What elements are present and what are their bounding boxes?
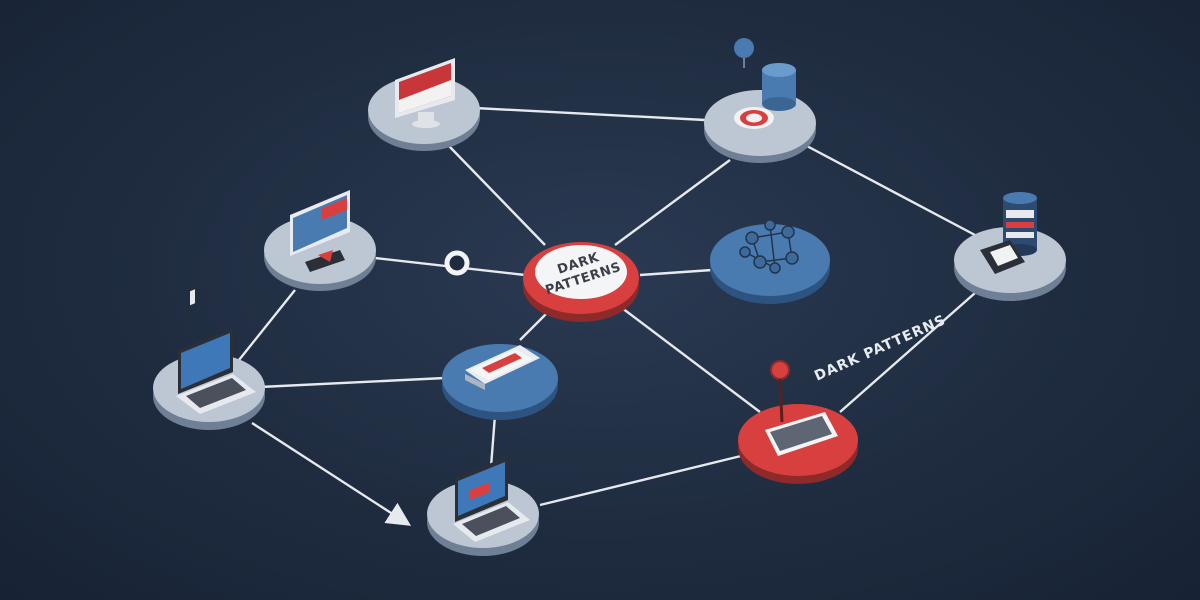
edge-laptop-card: [259, 376, 446, 389]
node-laptop-bottom[interactable]: [427, 456, 539, 556]
network-icon: [739, 219, 799, 274]
edge-monitor-database: [474, 106, 706, 122]
edge-keyboard-laptopbottom: [539, 453, 746, 507]
card-icon: [465, 345, 540, 390]
edge-hub-keyboard: [621, 307, 761, 413]
side-label-group: DARK PATTERNS: [812, 312, 948, 384]
node-dashboard[interactable]: [264, 190, 376, 291]
node-keyboard-pin[interactable]: [738, 360, 858, 484]
edge-monitor-hub: [447, 144, 546, 246]
node-monitor[interactable]: [368, 58, 480, 151]
edge-hub-card: [519, 309, 551, 341]
node-laptop-chart[interactable]: [153, 289, 265, 430]
edge-dashboard-laptop: [234, 289, 296, 366]
edge-hub-network: [639, 268, 713, 277]
laptop-icon: [176, 289, 256, 414]
junction-ring: [444, 250, 470, 276]
node-dark-patterns-hub[interactable]: DARK PATTERNS: [523, 242, 639, 322]
side-label: DARK PATTERNS: [812, 312, 948, 384]
edge-laptop-arrow: [251, 421, 412, 526]
laptop-icon: [453, 456, 530, 542]
node-database-target[interactable]: [704, 38, 816, 163]
pin-icon: [765, 360, 838, 456]
edge-storage-keyboard: [839, 292, 976, 413]
edge-database-storage: [804, 143, 976, 237]
dashboard-icon: [290, 190, 350, 272]
monitor-icon: [395, 58, 455, 128]
database-target-icon: [734, 38, 796, 129]
edge-database-hub: [614, 159, 731, 246]
node-neural-network[interactable]: [710, 219, 830, 304]
node-card[interactable]: [442, 344, 558, 420]
node-storage[interactable]: [954, 192, 1066, 301]
cylinder-icon: [980, 192, 1037, 274]
